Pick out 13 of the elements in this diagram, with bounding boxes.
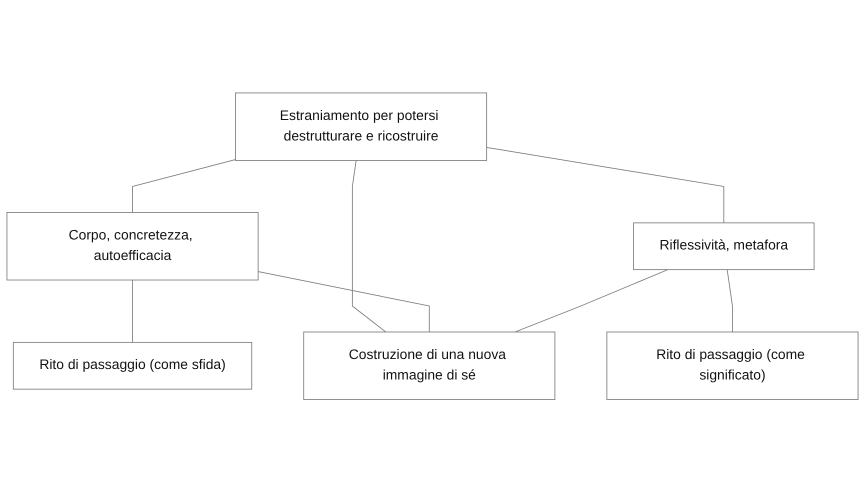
connector	[352, 160, 386, 332]
node-box: Rito di passaggio (come significato)	[606, 331, 858, 400]
node-box: Riflessività, metafora	[633, 222, 815, 270]
connector	[514, 268, 668, 332]
connector	[258, 270, 430, 332]
connector	[486, 146, 724, 224]
node-box: Rito di passaggio (come sfida)	[12, 342, 252, 390]
node-box: Costruzione di una nuova immagine di sé	[303, 331, 556, 400]
node-box: Estraniamento per potersi destrutturare e ricostruire	[235, 92, 488, 161]
node-box: Corpo, concretezza, autoefficacia	[6, 212, 259, 280]
connector	[132, 279, 133, 343]
connector	[726, 268, 733, 332]
connector	[132, 158, 236, 213]
